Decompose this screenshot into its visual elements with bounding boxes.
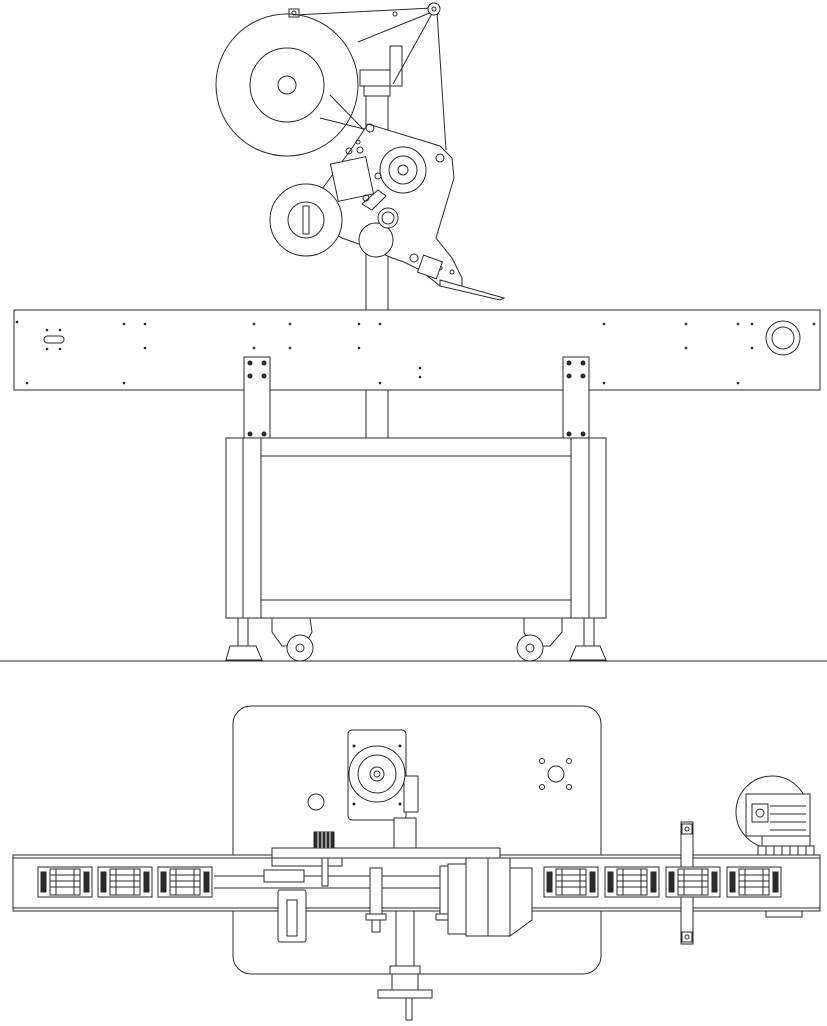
bottle-clamp-groups-right [544, 867, 781, 897]
plan-view [13, 706, 820, 1020]
mount-brackets [244, 357, 589, 438]
clamp-group [727, 867, 781, 897]
conveyor-rail [14, 310, 820, 390]
label-web-path [295, 3, 446, 150]
motor-gearbox [448, 858, 532, 936]
label-sensor-assembly [264, 832, 500, 942]
leveling-feet [226, 618, 606, 660]
backing-rewind-roll [270, 184, 342, 256]
clamp-group [98, 867, 152, 897]
clamp-group [38, 867, 92, 897]
clamp-group [544, 867, 598, 897]
clamp-group [605, 867, 659, 897]
label-roll [216, 9, 358, 156]
front-elevation-view [0, 3, 827, 661]
rail-bolt-holes [15, 320, 816, 385]
guide-rollers [366, 866, 456, 932]
bottle-clamp-groups-left [38, 867, 212, 897]
drive-motor [736, 776, 814, 855]
plate-holes [308, 759, 572, 811]
clamp-group [666, 867, 720, 897]
clamp-group [158, 867, 212, 897]
machine-cabinet [226, 438, 606, 618]
label-applicator-head [312, 124, 504, 300]
casters [272, 618, 562, 661]
